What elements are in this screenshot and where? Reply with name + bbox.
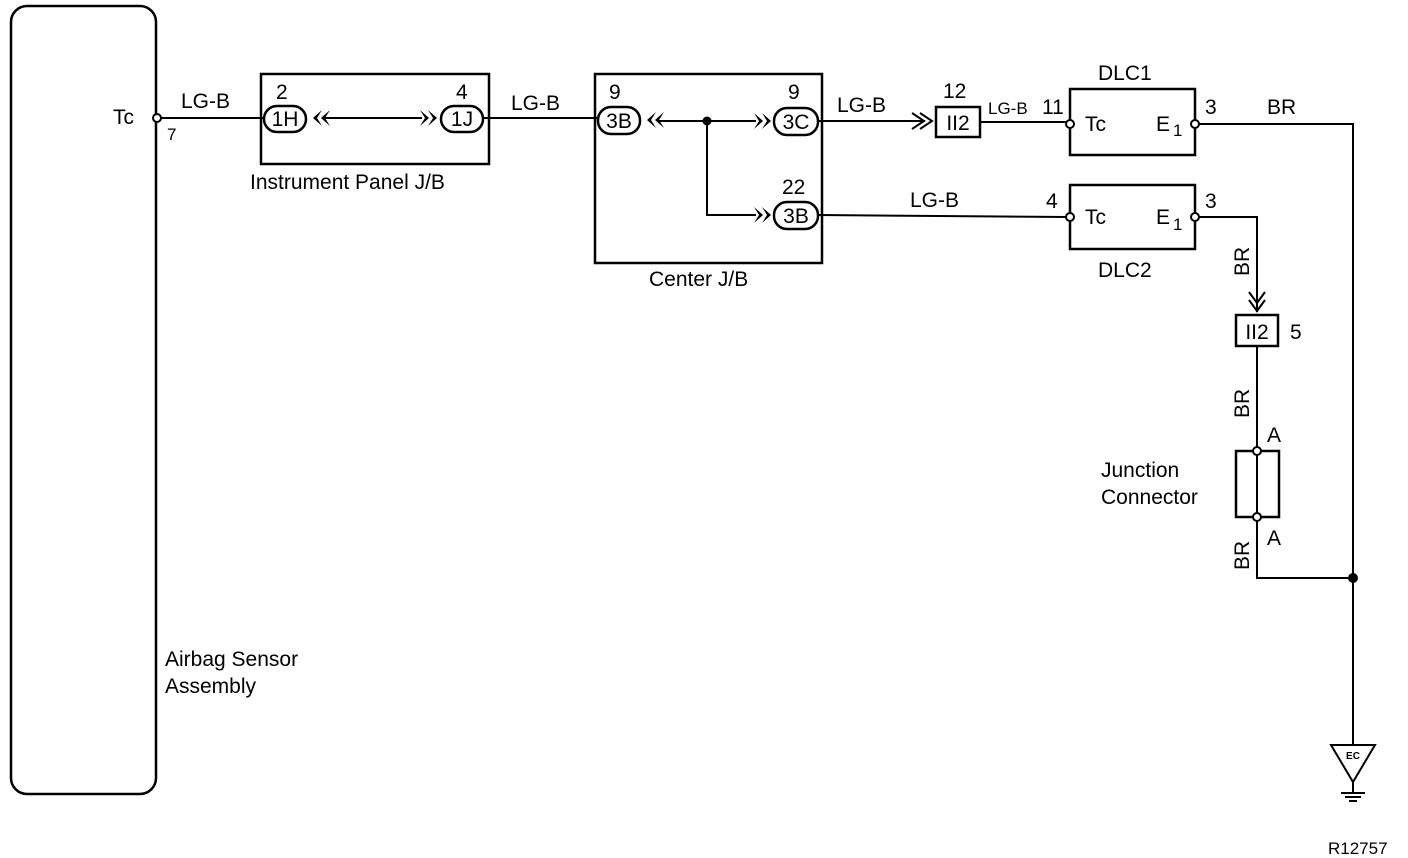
wire-label-br-low: BR: [1231, 541, 1254, 570]
centerjb-in-pin: 9: [609, 81, 621, 104]
ii2-side-arrow-2: [1248, 299, 1266, 313]
wire-label-br-dlc2: BR: [1231, 247, 1254, 276]
airbag-sensor-assembly: [9, 4, 158, 796]
ipjb-left-chevron: [313, 110, 330, 126]
ipjb-right-conn: 1J: [451, 108, 473, 131]
wire-label-w4: LG-B: [988, 99, 1028, 118]
ipjb-label: Instrument Panel J/B: [250, 171, 445, 194]
centerjb-out1-chevron: [754, 113, 771, 129]
wire-junction-to-splice: [1256, 521, 1353, 579]
dlc2-tc: Tc: [1085, 206, 1106, 229]
centerjb-out2-chevron: [754, 207, 771, 223]
ipjb-left-pin: 2: [276, 81, 288, 104]
figure-code: R12757: [1328, 839, 1388, 858]
dlc1-pin-out: 3: [1205, 96, 1217, 119]
ground-splice-point: [1348, 573, 1358, 583]
dlc1-tc-terminal: [1065, 119, 1075, 129]
sensor-label-line2: Assembly: [165, 675, 257, 698]
wire-label-w1: LG-B: [181, 90, 230, 113]
ipjb-connector-left: [262, 104, 308, 134]
junction-top-terminal: [1252, 446, 1262, 456]
dlc1-tc: Tc: [1085, 113, 1106, 136]
centerjb-out1-conn: 3C: [783, 111, 810, 134]
ii2-side-label: II2: [1245, 321, 1268, 344]
wire-centerjb-to-dlc2: [817, 214, 1067, 218]
ground-triangle-icon: [1329, 744, 1377, 784]
ipjb-right-chevron: [420, 110, 437, 126]
wire-label-br-mid: BR: [1231, 389, 1254, 418]
ii2-top-label: II2: [946, 112, 969, 135]
wire-dlc2-to-ii2: [1199, 216, 1258, 312]
sensor-terminal-tc: Tc: [113, 106, 134, 129]
center-jb: [593, 72, 824, 265]
wire-label-w3: LG-B: [837, 94, 886, 117]
ii2-top-arrow-1: [911, 112, 926, 130]
dlc2-e1: E: [1156, 206, 1170, 229]
ii2-top-pin: 12: [943, 80, 966, 103]
dlc2-e1-terminal: [1190, 212, 1200, 222]
sensor-label-line1: Airbag Sensor: [165, 648, 298, 671]
ii2-side-arrow-1: [1248, 291, 1266, 305]
wire-label-w5: LG-B: [910, 189, 959, 212]
centerjb-out2-pin: 22: [782, 176, 805, 199]
junction-bottom-terminal: [1252, 512, 1262, 522]
dlc2-pin-out: 3: [1205, 190, 1217, 213]
centerjb-internal-wire-2: [706, 121, 756, 216]
dlc2-tc-terminal: [1065, 212, 1075, 222]
junction-label-line2: Connector: [1101, 486, 1198, 509]
sensor-pin: 7: [167, 125, 176, 144]
dlc1-e1: E: [1156, 113, 1170, 136]
sensor-terminal-point: [152, 113, 162, 123]
centerjb-out1-pin: 9: [788, 81, 800, 104]
dlc2-pin-in: 4: [1046, 190, 1058, 213]
ipjb-left-conn: 1H: [272, 108, 299, 131]
junction-pin-top: A: [1267, 424, 1281, 447]
ipjb-right-pin: 4: [456, 81, 468, 104]
dlc1-label: DLC1: [1098, 62, 1152, 85]
centerjb-out2-conn: 3B: [783, 205, 809, 228]
centerjb-in-conn: 3B: [606, 110, 632, 133]
ii2-side-pin: 5: [1290, 321, 1302, 344]
wire-label-w2: LG-B: [511, 92, 560, 115]
dlc2-label: DLC2: [1098, 259, 1152, 282]
dlc2-e1-sub: 1: [1173, 215, 1182, 234]
dlc1-pin-in: 11: [1042, 96, 1064, 119]
junction-label-line1: Junction: [1101, 459, 1179, 482]
ground-label: EC: [1346, 751, 1360, 762]
centerjb-label: Center J/B: [649, 268, 748, 291]
centerjb-connector-in: [596, 105, 642, 136]
dlc1-e1-sub: 1: [1173, 121, 1182, 140]
wire-label-br-top: BR: [1267, 96, 1296, 119]
junction-pin-bottom: A: [1267, 527, 1281, 550]
ii2-top-arrow-2: [919, 112, 934, 130]
dlc1-e1-terminal: [1190, 119, 1200, 129]
centerjb-in-chevron: [647, 112, 664, 128]
wire-dlc1-to-ground: [1199, 123, 1354, 745]
